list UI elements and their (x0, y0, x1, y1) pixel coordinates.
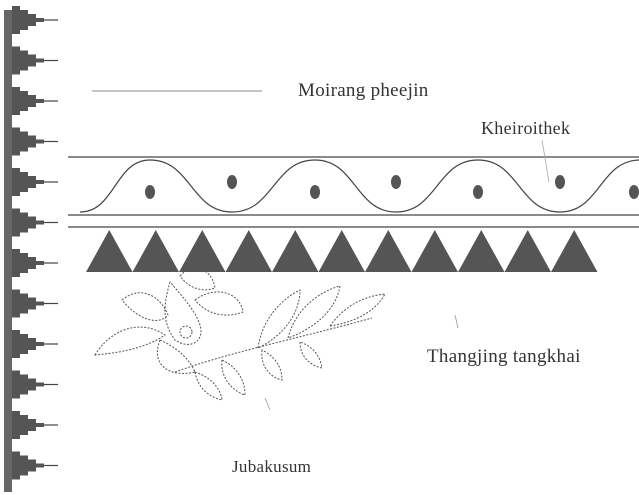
label-thangjing-tangkhai: Thangjing tangkhai (427, 346, 581, 368)
triangle-mark (272, 230, 319, 272)
floral-motif (95, 268, 385, 400)
kheiroithek-leader-line (542, 140, 549, 182)
leaf-bottom-2 (262, 350, 282, 380)
border-tooth (12, 411, 44, 439)
leaf-bottom-1 (222, 360, 245, 395)
border-tooth (12, 87, 44, 115)
triangle-row (86, 230, 598, 272)
flower-petal-right (195, 292, 243, 315)
wave-dot (227, 175, 237, 189)
triangle-mark (133, 230, 180, 272)
flower-center-circle (180, 326, 192, 338)
triangle-mark (365, 230, 412, 272)
wave-dot (391, 175, 401, 189)
wave-dot (145, 185, 155, 199)
triangle-mark (551, 230, 598, 272)
border-tooth (12, 6, 44, 34)
flower-petal-left (122, 293, 168, 321)
border-tooth (12, 47, 44, 75)
triangle-mark (319, 230, 366, 272)
leaf-upper-1 (258, 290, 300, 348)
label-moirang-pheejin: Moirang pheejin (298, 80, 429, 102)
label-jubakusum: Jubakusum (232, 457, 311, 477)
border-tooth (12, 249, 44, 277)
border-tooth (12, 128, 44, 156)
border-tooth (12, 452, 44, 480)
leaf-lower-left (95, 327, 165, 355)
border-bar (4, 10, 12, 492)
wave-dot (555, 175, 565, 189)
jubakusum-leader-line (265, 398, 270, 410)
triangle-mark (505, 230, 552, 272)
border-tooth (12, 330, 44, 358)
border-teeth (12, 6, 58, 480)
wave-line (80, 160, 639, 212)
leaf-lower-center (157, 340, 195, 373)
triangle-mark (458, 230, 505, 272)
left-border-strip (4, 6, 58, 492)
leaf-bottom-0 (195, 372, 222, 400)
border-tooth (12, 371, 44, 399)
leaf-bottom-3 (300, 342, 322, 368)
wave-band (68, 140, 639, 215)
triangle-mark (226, 230, 273, 272)
floral-stem (175, 318, 372, 372)
leaf-upper-2 (288, 286, 340, 338)
label-kheiroithek: Kheiroithek (481, 118, 570, 139)
border-tooth (12, 168, 44, 196)
border-tooth (12, 209, 44, 237)
triangle-mark (179, 230, 226, 272)
leaf-upper-3 (330, 294, 385, 326)
flower-petal-center (165, 282, 201, 344)
thangjing-leader-line (455, 315, 458, 328)
triangle-mark (86, 230, 133, 272)
wave-dot (629, 185, 639, 199)
triangle-mark (412, 230, 459, 272)
border-tooth (12, 290, 44, 318)
wave-dot (310, 185, 320, 199)
triangle-band (68, 227, 639, 272)
wave-dots (145, 175, 639, 199)
wave-dot (473, 185, 483, 199)
